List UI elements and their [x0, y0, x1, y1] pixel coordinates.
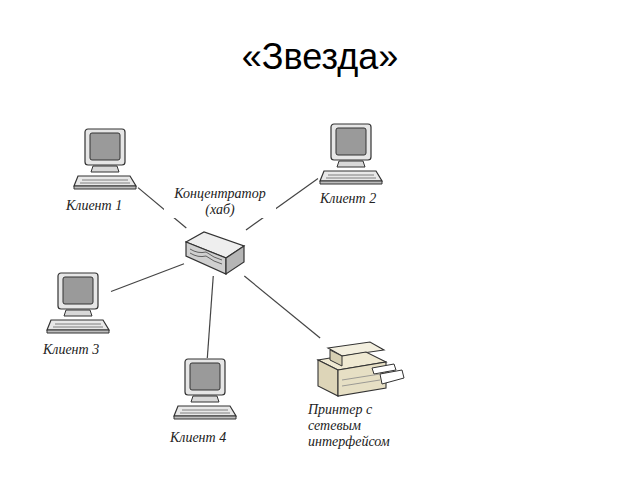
- device-label: Клиент 3: [41, 342, 101, 358]
- network-cable: [207, 276, 213, 358]
- client-computer: Клиент 3: [45, 272, 111, 336]
- device-label: Клиент 4: [168, 430, 228, 446]
- device-label: Принтер с сетевым интерфейсом: [306, 402, 406, 450]
- network-cable: [111, 264, 184, 292]
- device-label: Клиент 1: [64, 198, 124, 214]
- device-label: Концентратор (хаб): [164, 186, 276, 218]
- diagram-title: «Звезда»: [0, 36, 640, 78]
- device-label: Клиент 2: [318, 191, 378, 207]
- network-cable: [244, 276, 320, 338]
- hub-device: Концентратор (хаб): [184, 228, 246, 276]
- client-computer: Клиент 4: [172, 358, 238, 422]
- client-computer: Клиент 2: [318, 123, 384, 187]
- client-computer: Клиент 1: [72, 128, 138, 192]
- network-printer: Принтер с сетевым интерфейсом: [310, 338, 406, 400]
